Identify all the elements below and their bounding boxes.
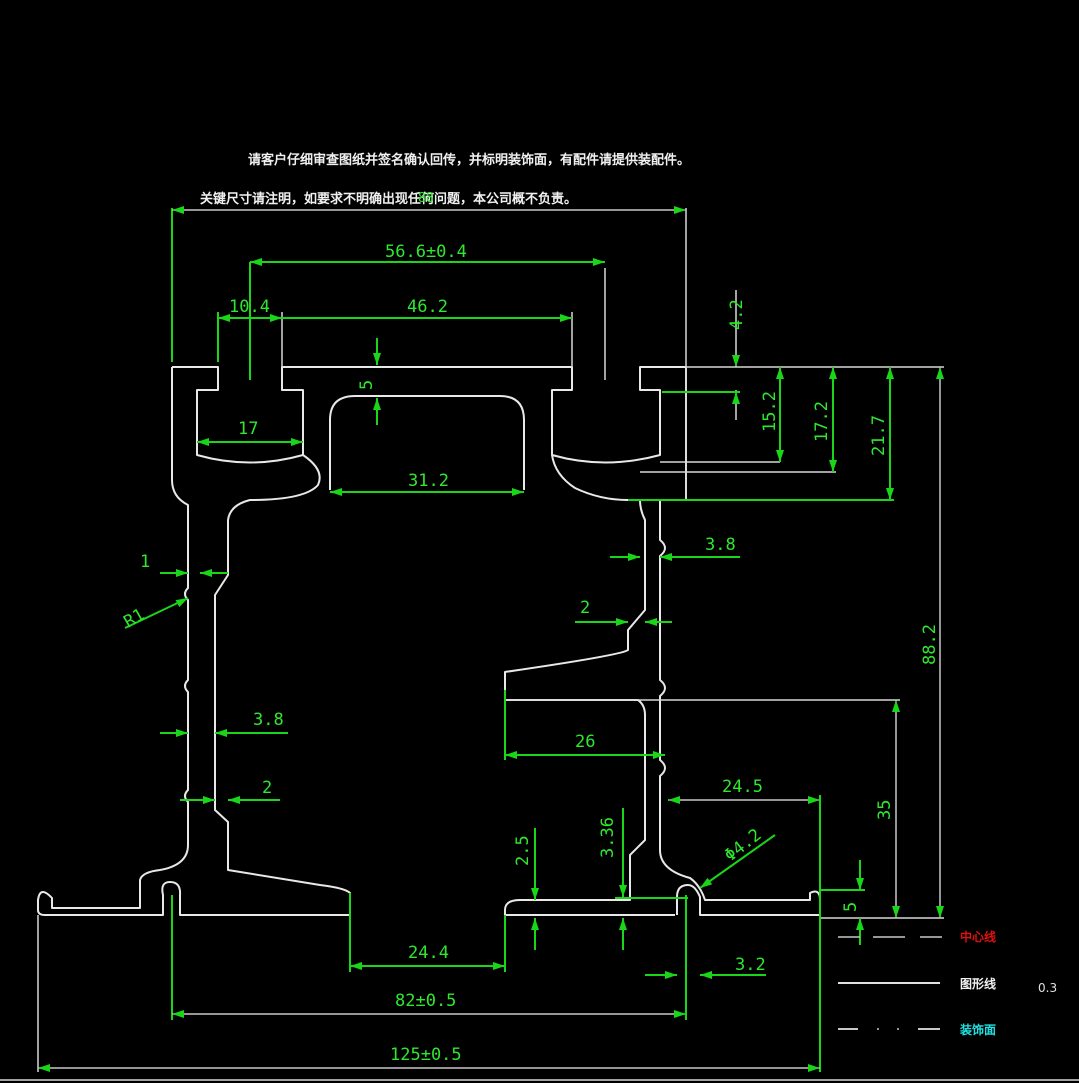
dim-bottom-24-4: 24.4	[408, 943, 449, 963]
dim-web-26: 26	[575, 732, 595, 752]
dim-overall-width: 125±0.5	[390, 1045, 462, 1065]
dim-height-88-2: 88.2	[920, 624, 940, 665]
dim-left-chamber: 17	[238, 419, 258, 439]
profile-top	[172, 366, 687, 501]
dim-flange-2-5: 2.5	[513, 835, 533, 866]
dim-slot-3-2: 3.2	[735, 955, 766, 975]
note-line-2: 关键尺寸请注明，如要求不明确出现任何问题，本公司概不负责。	[200, 191, 577, 207]
dim-left-wall-1: 1	[140, 552, 150, 572]
legend-decorative-face: 装饰面	[838, 1022, 996, 1037]
dim-top-wall: 5	[357, 380, 377, 390]
dimension-texts: 56.6±0.4 46.2 10.4 5 17 31.2 4.2 15.2 17…	[121, 242, 941, 1065]
dim-step-2-right: 2	[580, 598, 590, 618]
right-web-outer	[659, 500, 821, 916]
dimension-lines	[38, 208, 941, 1072]
note-line-1: 请客户仔细审查图纸并签名确认回传，并标明装饰面，有配件请提供装配件。	[248, 152, 690, 168]
dim-height-35: 35	[875, 800, 895, 820]
dim-hole-diameter: Φ4.2	[721, 825, 766, 866]
legend-centerline: 中心线	[838, 929, 996, 944]
dim-foot-height-5: 5	[841, 902, 861, 912]
dim-left-wall-3-8: 3.8	[253, 710, 284, 730]
legend-outline: 图形线 0.3	[838, 976, 1057, 995]
top-cavity	[329, 395, 525, 490]
profile-outline	[37, 366, 821, 916]
dim-top-inner: 46.2	[407, 297, 448, 317]
dim-radius-r1: R1	[121, 605, 149, 633]
left-upper-body	[171, 367, 321, 548]
arrowheads	[38, 206, 944, 1072]
dim-flange-3-36: 3.36	[598, 817, 618, 858]
overlap-dim-text: 88	[418, 191, 434, 206]
right-web	[504, 499, 675, 916]
dim-top-cavity: 31.2	[408, 471, 449, 491]
dim-right-4-2: 4.2	[727, 299, 747, 330]
line-legend: 中心线 图形线 0.3 装饰面	[838, 929, 1057, 1037]
extension-lines	[0, 208, 1079, 1081]
dim-left-slot: 10.4	[229, 297, 270, 317]
dim-right-21-7: 21.7	[869, 415, 889, 456]
dim-slot-spacing: 82±0.5	[395, 991, 456, 1011]
dim-top-outer: 56.6±0.4	[385, 242, 467, 262]
legend-line-weight: 0.3	[1038, 981, 1057, 995]
dim-right-17-2: 17.2	[812, 401, 832, 442]
dim-foot-24-5: 24.5	[722, 777, 763, 797]
left-web-outer	[37, 505, 351, 916]
dim-right-wall-3-8: 3.8	[705, 535, 736, 555]
dim-right-15-2: 15.2	[760, 391, 780, 432]
legend-decorative-face-label: 装饰面	[959, 1022, 996, 1037]
legend-centerline-label: 中心线	[960, 929, 996, 944]
dim-left-step-2: 2	[262, 778, 272, 798]
legend-outline-label: 图形线	[960, 976, 996, 991]
